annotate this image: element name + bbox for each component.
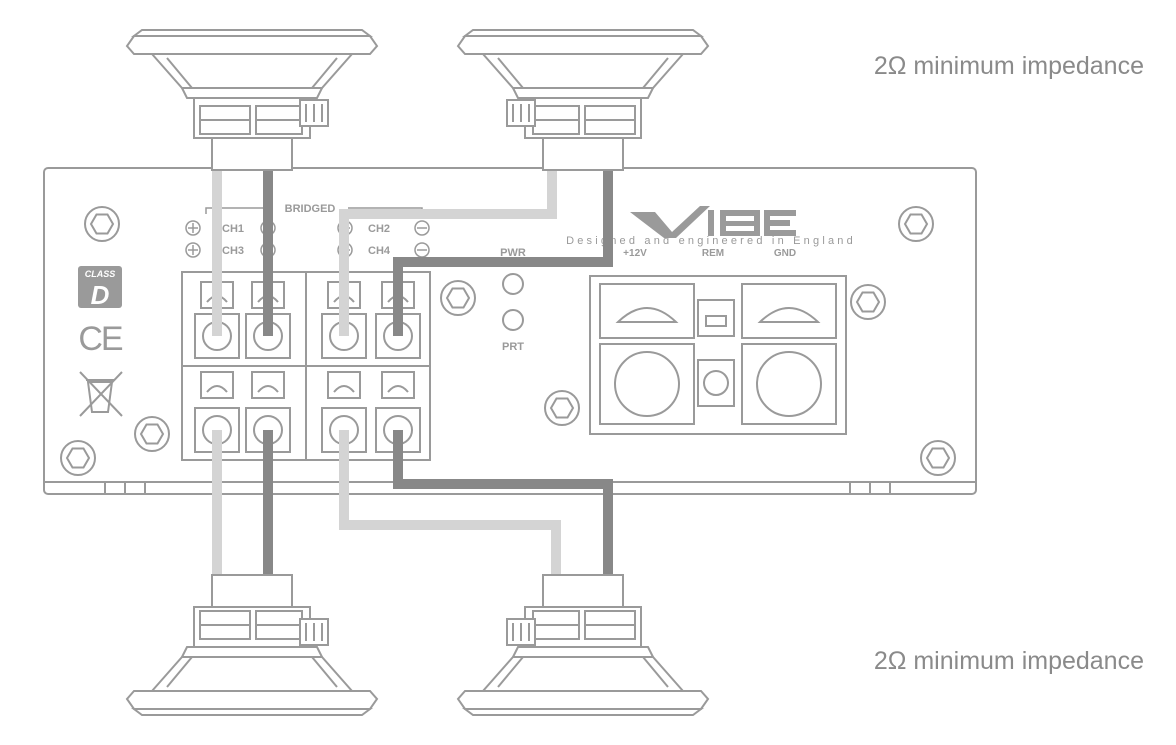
wire-ch2-positive [339,138,557,336]
mount-bolt-icon [440,280,476,316]
wire-ch2-negative [393,138,613,336]
vibe-logo [630,206,796,238]
prt-label: PRT [502,341,524,353]
ch3-label: CH3 [222,245,244,257]
weee-bin-icon [79,371,123,417]
ch2-label: CH2 [368,223,390,235]
tagline: Designed and engineered in England [566,235,856,247]
pwr-label: PWR [500,247,526,259]
ch4-label: CH4 [368,245,391,257]
prt-led-icon [502,309,524,331]
ce-mark: CE [78,320,123,358]
impedance-note-top: 2Ω minimum impedance [873,52,1144,80]
class-label: CLASS [85,269,116,279]
mount-bolt-icon [898,206,934,242]
ch1-label: CH1 [222,223,244,235]
speaker-wires [212,138,613,604]
mount-bolt-icon [60,440,96,476]
mount-bolt-icon [544,390,580,426]
class-d-badge: CLASS D [78,266,122,310]
wire-ch4-positive [339,430,561,600]
impedance-note-bottom: 2Ω minimum impedance [873,647,1144,675]
wire-ch4-negative [393,430,613,600]
class-letter: D [91,280,110,310]
gnd-label: GND [774,248,796,259]
bridged-label: BRIDGED [285,203,336,215]
mount-bolt-icon [134,416,170,452]
speaker-top-right-icon [457,29,709,171]
mount-bolt-icon [920,440,956,476]
mount-bolt-icon [84,206,120,242]
speaker-bottom-left-icon [126,574,378,716]
mount-bolt-icon [850,284,886,320]
speaker-bottom-right-icon [457,574,709,716]
rem-label: REM [702,248,724,259]
plus12v-label: +12V [623,248,647,259]
power-terminal-block [589,275,847,435]
speaker-top-left-icon [126,29,378,171]
pwr-led-icon [502,273,524,295]
